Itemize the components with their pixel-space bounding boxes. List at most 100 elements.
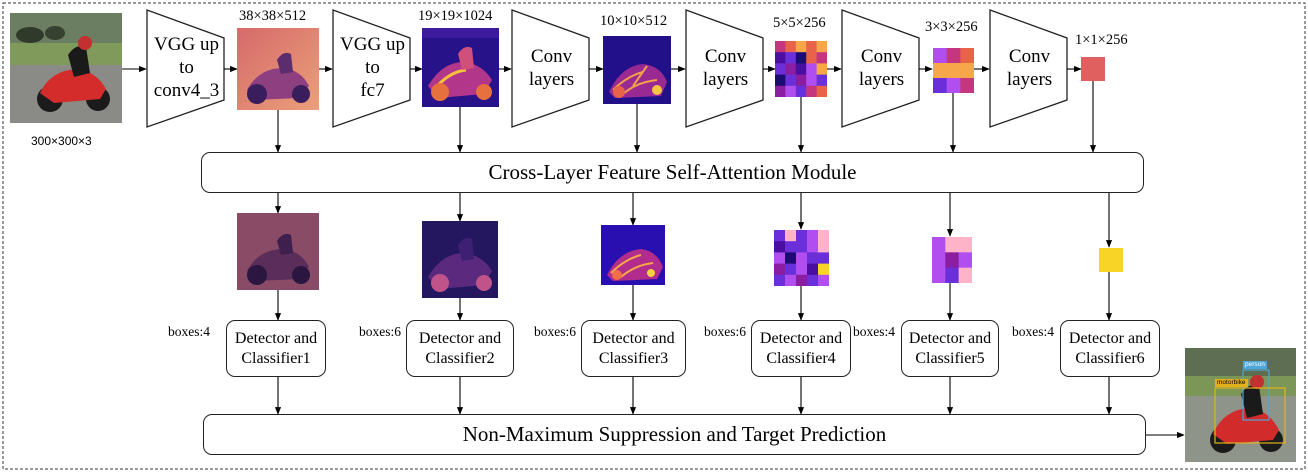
map-cell bbox=[807, 230, 819, 242]
map-cell bbox=[796, 274, 808, 286]
conv1-line1: Conv bbox=[530, 46, 573, 67]
input-dims: 300×300×3 bbox=[31, 134, 92, 148]
fm6-dims: 1×1×256 bbox=[1075, 32, 1128, 48]
map-cell bbox=[785, 85, 797, 97]
det4-line1: Detector and bbox=[759, 329, 843, 347]
map-cell bbox=[785, 74, 797, 87]
conv-block-2-label: Conv layers bbox=[686, 45, 765, 91]
det2-line1: Detector and bbox=[418, 329, 502, 347]
map-cell bbox=[785, 63, 797, 76]
conv-block-4 bbox=[989, 9, 1068, 128]
fm3-dims: 10×10×512 bbox=[600, 13, 668, 29]
map-cell bbox=[818, 263, 829, 276]
feature-map-1 bbox=[1081, 57, 1105, 81]
det1-line2: Classifier1 bbox=[241, 349, 311, 367]
input-image bbox=[10, 13, 122, 123]
map-cell bbox=[785, 230, 797, 242]
map-cell bbox=[816, 52, 827, 64]
map-cell bbox=[774, 263, 786, 276]
vgg-fc7-line1: VGG up bbox=[340, 34, 405, 55]
output-image: person motorbike bbox=[1185, 348, 1296, 462]
map-cell bbox=[807, 241, 819, 253]
map-cell bbox=[960, 63, 974, 79]
map-cell bbox=[806, 41, 818, 53]
map-cell bbox=[795, 52, 807, 64]
conv-block-3 bbox=[841, 9, 920, 128]
map-cell bbox=[795, 41, 807, 53]
map-cell bbox=[816, 85, 827, 97]
map-cell bbox=[774, 252, 786, 265]
nms-label: Non-Maximum Suppression and Target Predi… bbox=[462, 422, 887, 446]
map-cell bbox=[932, 252, 946, 269]
map-cell bbox=[795, 85, 807, 97]
fm4-dims: 5×5×256 bbox=[773, 15, 826, 31]
attended-map-3 bbox=[601, 225, 665, 285]
map-cell bbox=[785, 263, 797, 276]
map-cell bbox=[933, 78, 948, 93]
map-cell bbox=[775, 41, 786, 53]
map-cell bbox=[818, 230, 829, 242]
conv-block-4-label: Conv layers bbox=[990, 45, 1069, 91]
map-cell bbox=[807, 263, 819, 276]
map-cell bbox=[796, 241, 808, 253]
map-cell bbox=[806, 74, 818, 87]
to-nms-arrows bbox=[274, 377, 1185, 439]
attention-module: Cross-Layer Feature Self-Attention Modul… bbox=[201, 152, 1144, 193]
conv1-line2: layers bbox=[528, 69, 575, 90]
map-cell bbox=[796, 252, 808, 265]
feature-map-5 bbox=[775, 41, 827, 97]
det2-boxes: boxes:6 bbox=[359, 324, 401, 339]
map-cell bbox=[775, 52, 786, 64]
map-cell bbox=[818, 274, 829, 286]
map-cell bbox=[775, 74, 786, 87]
vgg-fc7-line3: fc7 bbox=[360, 80, 385, 101]
map-cell bbox=[796, 230, 808, 242]
det6-line1: Detector and bbox=[1068, 329, 1152, 347]
map-cell bbox=[806, 85, 818, 97]
det4-line2: Classifier4 bbox=[766, 349, 836, 367]
map-cell bbox=[958, 267, 972, 283]
conv-block-1 bbox=[511, 9, 590, 128]
map-cell bbox=[945, 267, 960, 283]
det3-line1: Detector and bbox=[592, 329, 675, 347]
vgg-fc7-block bbox=[332, 9, 411, 128]
vgg-conv4-block bbox=[146, 9, 225, 128]
det4-boxes: boxes:6 bbox=[704, 324, 746, 339]
map-cell bbox=[807, 252, 819, 265]
fm5-dims: 3×3×256 bbox=[925, 19, 978, 35]
vgg-conv4-line3: conv4_3 bbox=[153, 80, 220, 101]
conv3-line1: Conv bbox=[860, 46, 903, 67]
map-cell bbox=[945, 252, 960, 269]
attention-module-label: Cross-Layer Feature Self-Attention Modul… bbox=[488, 160, 857, 184]
map-cell bbox=[785, 241, 797, 253]
det2-line2: Classifier2 bbox=[425, 349, 495, 367]
map-cell bbox=[818, 241, 829, 253]
map-cell bbox=[933, 63, 948, 79]
map-cell bbox=[946, 63, 961, 79]
map-cell bbox=[795, 74, 807, 87]
map-cell bbox=[785, 52, 797, 64]
conv-block-2 bbox=[685, 9, 764, 128]
feature-map-10 bbox=[603, 36, 671, 104]
det5-line1: Detector and bbox=[908, 329, 992, 347]
conv-block-1-label: Conv layers bbox=[512, 45, 591, 91]
conv3-line2: layers bbox=[858, 69, 905, 90]
attended-map-1 bbox=[237, 213, 319, 290]
map-cell bbox=[958, 252, 972, 269]
map-cell bbox=[932, 237, 946, 253]
det1-line1: Detector and bbox=[234, 329, 318, 347]
map-cell bbox=[796, 263, 808, 276]
motorbike-tag: motorbike bbox=[1215, 379, 1248, 387]
det5-boxes: boxes:4 bbox=[853, 324, 895, 339]
vgg-conv4-line2: to bbox=[179, 57, 194, 78]
vgg-conv4-line1: VGG up bbox=[154, 34, 219, 55]
det1-boxes: boxes:4 bbox=[168, 324, 210, 339]
map-cell bbox=[774, 241, 786, 253]
map-cell bbox=[795, 63, 807, 76]
map-cell bbox=[806, 63, 818, 76]
